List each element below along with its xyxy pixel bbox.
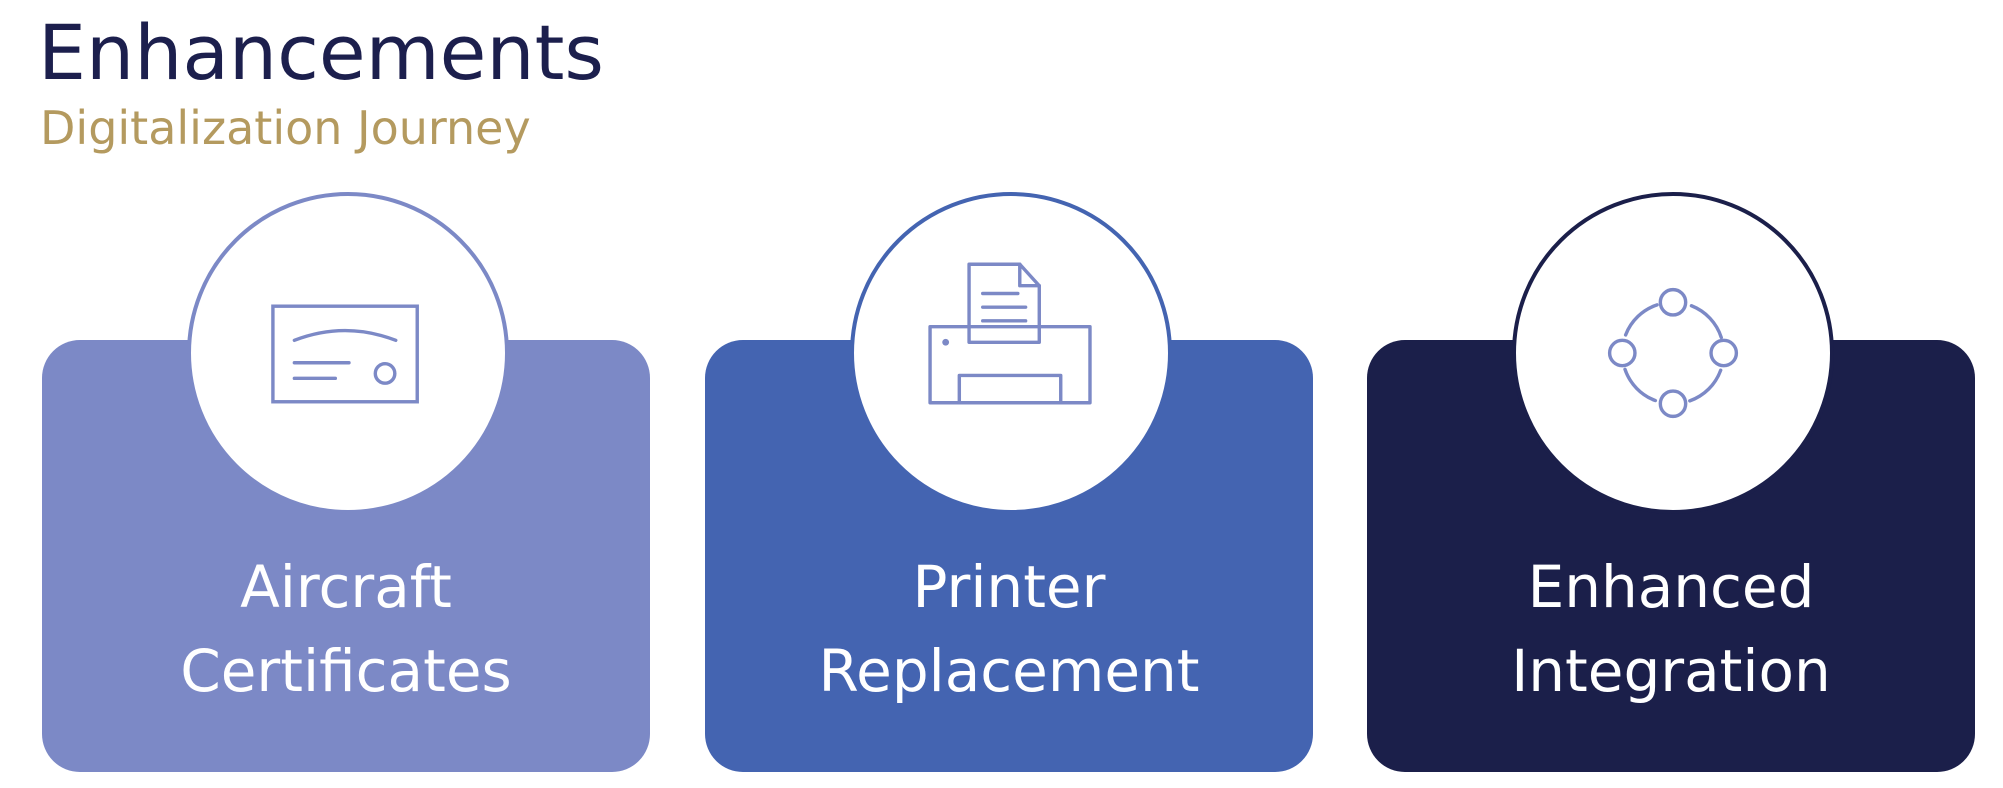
card-label-line-1: Printer (912, 553, 1106, 621)
card-label: Enhanced Integration (1367, 545, 1975, 713)
icon-circle-certificate (187, 192, 509, 514)
icon-circle-printer (850, 192, 1172, 514)
integration-cycle-icon (1607, 287, 1739, 419)
card-label-line-2: Certificates (180, 637, 512, 705)
certificate-icon (271, 304, 419, 404)
card-label-line-1: Aircraft (240, 553, 452, 621)
card-label-line-1: Enhanced (1527, 553, 1815, 621)
page-subtitle: Digitalization Journey (40, 101, 531, 155)
page-title: Enhancements (38, 8, 604, 97)
card-label-line-2: Integration (1511, 637, 1831, 705)
icon-circle-integration (1512, 192, 1834, 514)
printer-icon (928, 262, 1092, 405)
card-enhanced-integration: Enhanced Integration (1367, 340, 1975, 772)
card-label: Aircraft Certificates (42, 545, 650, 713)
card-label-line-2: Replacement (818, 637, 1200, 705)
card-label: Printer Replacement (705, 545, 1313, 713)
